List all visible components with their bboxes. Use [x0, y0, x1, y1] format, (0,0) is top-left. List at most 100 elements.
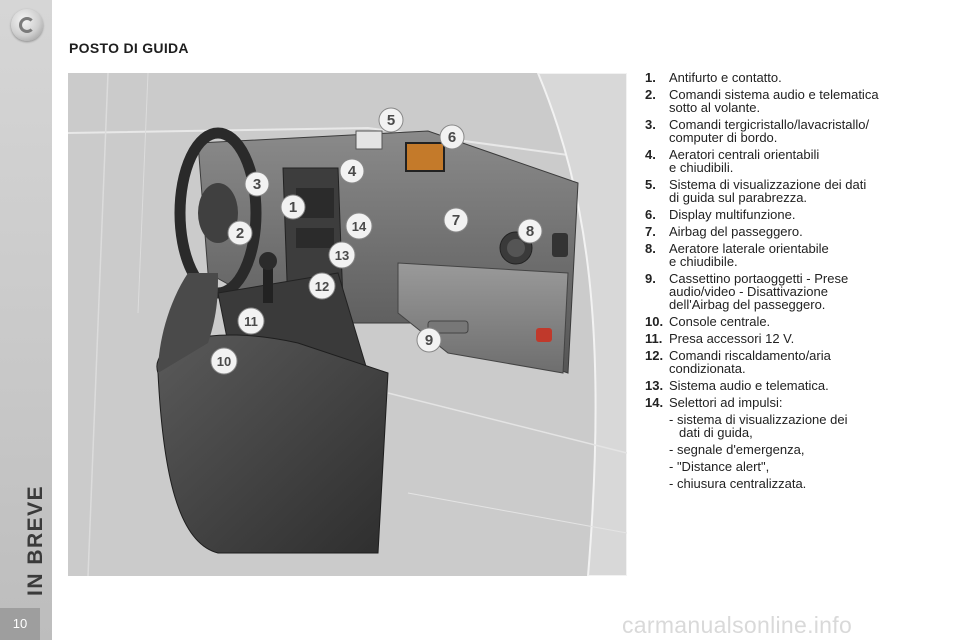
watermark: carmanualsonline.info: [622, 612, 853, 638]
dashboard-illustration: 1 2 3 4 5 6 7 8 9 10 11 12 13 14: [68, 73, 627, 576]
legend-text-line: Console centrale.: [669, 314, 771, 329]
page-number: 10: [0, 608, 40, 640]
svg-text:5: 5: [387, 112, 395, 129]
callout-2: 2: [227, 220, 253, 246]
callout-7: 7: [443, 207, 469, 233]
legend-number: 10.: [645, 314, 664, 329]
brand-logo-icon: [11, 9, 43, 41]
svg-text:4: 4: [348, 163, 357, 180]
svg-text:9: 9: [425, 332, 433, 349]
legend-item: 14. Selettori ad impulsi:: [645, 396, 935, 409]
legend-text: Display multifunzione.: [669, 208, 935, 221]
svg-text:13: 13: [335, 248, 349, 263]
legend-sub-line: - sistema di visualizzazione dei: [669, 412, 848, 427]
legend-number: 2.: [645, 87, 656, 102]
legend: 1. Antifurto e contatto. 2. Comandi sistema…: [645, 71, 935, 494]
legend-text-line: Cassettino portaoggetti - Prese: [669, 271, 849, 286]
legend-text: Presa accessori 12 V.: [669, 332, 935, 345]
legend-text-line: Comandi riscaldamento/aria: [669, 348, 831, 363]
legend-sub-line: dati di guida,: [679, 425, 753, 440]
legend-number: 13.: [645, 378, 664, 393]
callout-13: 13: [328, 241, 356, 269]
legend-number: 8.: [645, 241, 656, 256]
svg-text:2: 2: [236, 225, 244, 242]
callout-8: 8: [517, 218, 543, 244]
legend-item: 10. Console centrale.: [645, 315, 935, 328]
callout-10: 10: [210, 347, 238, 375]
callout-3: 3: [244, 171, 270, 197]
legend-text-line: dell'Airbag del passeggero.: [669, 297, 826, 312]
legend-text-line: Aeratore laterale orientabile: [669, 241, 829, 256]
legend-text-line: Selettori ad impulsi:: [669, 395, 783, 410]
svg-text:14: 14: [352, 219, 367, 234]
legend-list: 1. Antifurto e contatto. 2. Comandi sistema…: [645, 71, 935, 409]
callout-9: 9: [416, 327, 442, 353]
legend-number: 1.: [645, 70, 656, 85]
legend-text: Antifurto e contatto.: [669, 71, 935, 84]
svg-text:12: 12: [315, 279, 329, 294]
svg-text:7: 7: [452, 212, 460, 229]
legend-text-line: e chiudibili.: [669, 160, 734, 175]
legend-text: Console centrale.: [669, 315, 935, 328]
legend-sub-item: - "Distance alert",: [645, 460, 935, 473]
legend-item: 1. Antifurto e contatto.: [645, 71, 935, 84]
legend-sub-line: - segnale d'emergenza,: [669, 442, 805, 457]
callout-5: 5: [378, 107, 404, 133]
legend-item: 11. Presa accessori 12 V.: [645, 332, 935, 345]
legend-number: 4.: [645, 147, 656, 162]
legend-text-line: Comandi tergicristallo/lavacristallo/: [669, 117, 870, 132]
legend-text-line: Airbag del passeggero.: [669, 224, 803, 239]
callout-11: 11: [237, 307, 265, 335]
legend-text-line: di guida sul parabrezza.: [669, 190, 808, 205]
callout-12: 12: [308, 272, 336, 300]
sidebar: IN BREVE: [0, 0, 52, 640]
legend-text-line: Antifurto e contatto.: [669, 70, 782, 85]
legend-text-line: Comandi sistema audio e telematica: [669, 87, 879, 102]
legend-item: 13. Sistema audio e telematica.: [645, 379, 935, 392]
legend-text-line: condizionata.: [669, 361, 746, 376]
legend-text-line: Aeratori centrali orientabili: [669, 147, 820, 162]
legend-text-line: audio/video - Disattivazione: [669, 284, 828, 299]
legend-item: 3.Comandi tergicristallo/lavacristallo/c…: [645, 118, 935, 144]
svg-text:11: 11: [244, 314, 258, 329]
callout-14: 14: [345, 212, 373, 240]
legend-sub-line: - chiusura centralizzata.: [669, 476, 807, 491]
legend-number: 14.: [645, 395, 664, 410]
legend-number: 5.: [645, 177, 656, 192]
legend-text-line: Sistema di visualizzazione dei dati: [669, 177, 867, 192]
legend-text: Selettori ad impulsi:: [669, 396, 935, 409]
legend-number: 3.: [645, 117, 656, 132]
legend-text-line: Display multifunzione.: [669, 207, 796, 222]
legend-text-line: e chiudibile.: [669, 254, 738, 269]
callout-6: 6: [439, 124, 465, 150]
svg-text:8: 8: [526, 223, 534, 240]
legend-number: 11.: [645, 331, 663, 346]
legend-text: Airbag del passeggero.: [669, 225, 935, 238]
svg-text:1: 1: [289, 199, 297, 216]
legend-number: 6.: [645, 207, 656, 222]
legend-sub-line: - "Distance alert",: [669, 459, 770, 474]
legend-number: 7.: [645, 224, 656, 239]
legend-item: 6. Display multifunzione.: [645, 208, 935, 221]
callout-1: 1: [280, 194, 306, 220]
dashboard-drawing: 1 2 3 4 5 6 7 8 9 10 11 12 13 14: [68, 73, 627, 576]
callout-4: 4: [339, 158, 365, 184]
legend-number: 12.: [645, 348, 664, 363]
page-heading: POSTO DI GUIDA: [69, 40, 189, 56]
legend-text: Sistema audio e telematica.: [669, 379, 935, 392]
svg-text:6: 6: [448, 129, 456, 146]
legend-number: 9.: [645, 271, 656, 286]
